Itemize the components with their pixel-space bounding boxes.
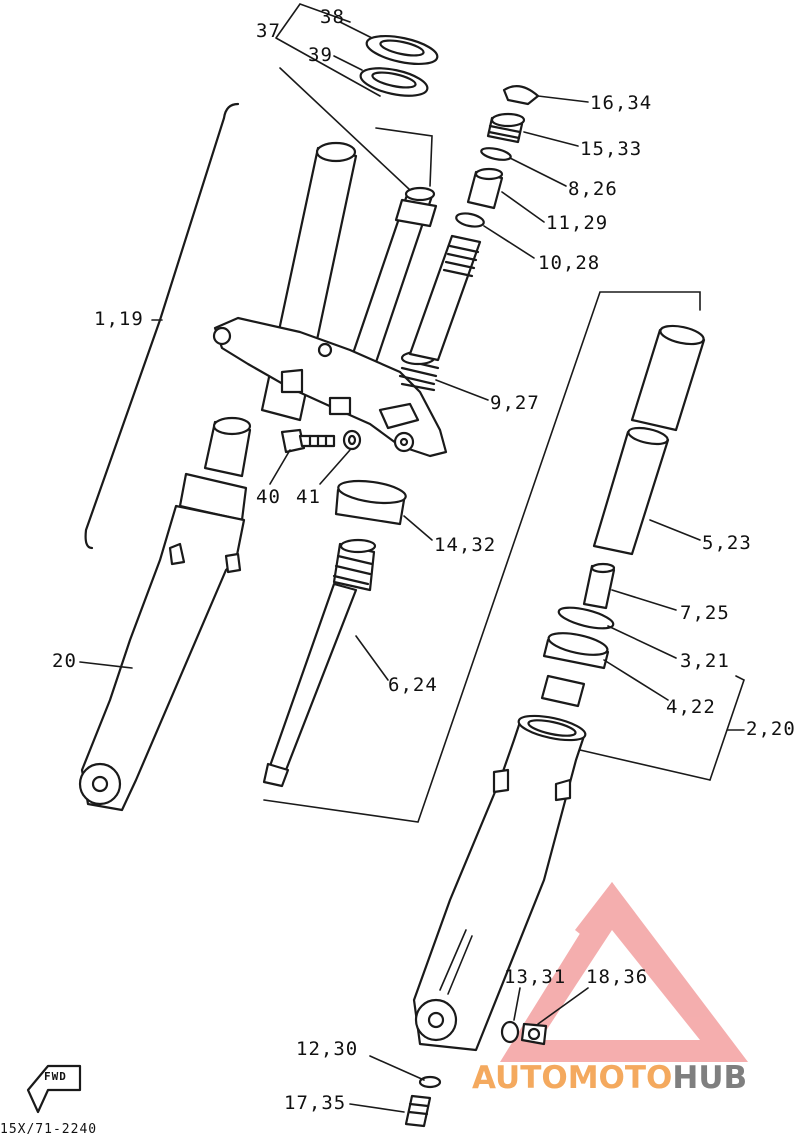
watermark-text: AUTOMOTOHUB [472, 1060, 747, 1096]
fwd-arrow-icon [26, 1064, 82, 1114]
tube-5-23-lower [592, 426, 670, 556]
right-outer-tube [412, 714, 587, 1052]
label-40: 40 [256, 486, 281, 508]
label-16-34: 16,34 [590, 92, 653, 114]
label-1-19: 1,19 [94, 308, 144, 330]
label-14-32: 14,32 [434, 534, 497, 556]
label-10-28: 10,28 [538, 252, 601, 274]
washer-13-31 [500, 1020, 520, 1044]
label-38: 38 [320, 6, 345, 28]
label-6-24: 6,24 [388, 674, 438, 696]
label-18-36: 18,36 [586, 966, 649, 988]
assembly-line-center [263, 291, 701, 823]
damper-rod-6-24 [262, 538, 377, 788]
washer-10-28 [455, 212, 485, 228]
assembly-line-top [275, 3, 433, 187]
label-7-25: 7,25 [680, 602, 730, 624]
bracket-2-20 [709, 675, 745, 781]
bolt-17-35 [404, 1094, 432, 1128]
bolt-18-36 [520, 1022, 548, 1046]
clip-3-21 [557, 606, 615, 630]
washer-12-30 [418, 1075, 442, 1089]
label-17-35: 17,35 [284, 1092, 347, 1114]
label-13-31: 13,31 [504, 966, 567, 988]
oil-seal-38 [365, 34, 439, 66]
dust-seal-14-32 [334, 479, 407, 526]
bushing [540, 674, 586, 708]
diagram-code: 15X/71-2240 [0, 1122, 98, 1137]
spacer-11-29 [466, 167, 504, 210]
label-3-21: 3,21 [680, 650, 730, 672]
label-37: 37 [256, 20, 281, 42]
washer-8-26 [480, 147, 512, 161]
lower-bracket [212, 316, 448, 458]
watermark-part1: AUTOMOTO [472, 1060, 673, 1096]
label-39: 39 [308, 44, 333, 66]
bolt-40 [280, 428, 336, 454]
label-9-27: 9,27 [490, 392, 540, 414]
label-15-33: 15,33 [580, 138, 643, 160]
collar-7-25 [582, 562, 616, 610]
washer-41 [342, 429, 362, 451]
label-11-29: 11,29 [546, 212, 609, 234]
leader-lines [79, 21, 745, 1113]
left-outer-tube [78, 416, 252, 812]
spring-seat-15-33 [486, 112, 526, 144]
label-41: 41 [296, 486, 321, 508]
washer-39 [359, 67, 429, 97]
label-5-23: 5,23 [702, 532, 752, 554]
label-4-22: 4,22 [666, 696, 716, 718]
label-8-26: 8,26 [568, 178, 618, 200]
upper-spring [408, 234, 482, 362]
label-2-20: 2,20 [746, 718, 796, 740]
cap-bolt-16-34 [502, 85, 540, 106]
watermark-logo-icon [500, 882, 748, 1062]
label-20: 20 [52, 650, 77, 672]
label-12-30: 12,30 [296, 1038, 359, 1060]
seal-4-22 [542, 632, 610, 670]
tube-5-23-upper [630, 324, 706, 432]
watermark-part2: HUB [672, 1060, 748, 1096]
fwd-label: FWD [44, 1070, 67, 1083]
